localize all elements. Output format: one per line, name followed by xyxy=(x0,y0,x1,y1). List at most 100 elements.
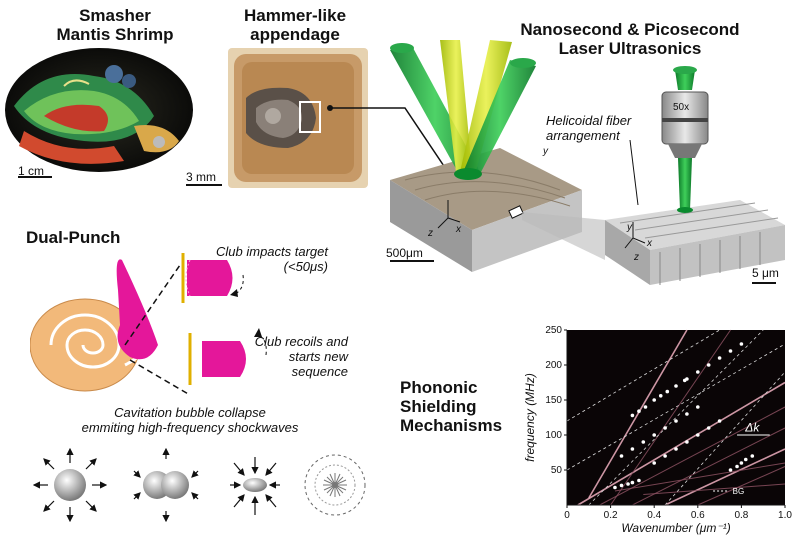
data-point xyxy=(619,454,624,458)
data-point xyxy=(619,483,624,488)
bubble-stage-1 xyxy=(32,447,108,523)
connector-line xyxy=(330,107,461,191)
plot-area xyxy=(567,330,785,505)
dispersion-band xyxy=(643,483,786,495)
scale-label-fiber: 5 μm xyxy=(752,266,779,280)
axis-y-block: y xyxy=(543,146,548,157)
y-tick-label: 200 xyxy=(545,360,562,371)
title-hammer: Hammer-like appendage xyxy=(243,6,347,44)
data-point xyxy=(685,440,689,444)
data-point xyxy=(674,384,678,388)
data-point xyxy=(626,482,630,486)
scale-label-shrimp: 1 cm xyxy=(18,164,45,178)
data-point xyxy=(696,405,700,409)
objective-magnification: 50x xyxy=(673,102,690,113)
guide-line xyxy=(588,329,764,506)
data-point xyxy=(685,377,689,381)
data-point xyxy=(728,468,733,472)
scale-bar-appendage xyxy=(186,184,222,186)
dual-punch-diagram xyxy=(30,253,267,396)
data-point xyxy=(735,464,739,469)
club-impacts-label: Club impacts target (<50μs) xyxy=(216,244,328,274)
legend-label: BG xyxy=(733,487,745,496)
sample-block-top xyxy=(390,148,582,230)
dispersion-band xyxy=(588,329,688,499)
y-tick-label: 100 xyxy=(545,430,562,441)
axis-x-block: x xyxy=(456,224,461,235)
data-point xyxy=(696,370,700,374)
data-point xyxy=(717,419,722,423)
x-tick-label: 0.8 xyxy=(734,510,748,521)
data-point xyxy=(674,447,678,451)
data-point xyxy=(663,454,667,458)
bubble-stage-4 xyxy=(304,454,366,516)
cavitation-sequence xyxy=(32,447,366,523)
data-point xyxy=(706,363,711,367)
dispersion-chart: 0 0.2 0.4 0.6 0.8 1.0 50 100 150 200 250Wavenumber… xyxy=(523,325,792,535)
data-point xyxy=(652,461,656,465)
scale-bar-fiber xyxy=(752,282,776,284)
data-point xyxy=(641,440,646,444)
data-point xyxy=(674,419,678,423)
microscope-objective xyxy=(661,66,709,213)
data-point xyxy=(696,433,700,437)
data-point xyxy=(652,398,656,402)
data-point xyxy=(630,413,635,418)
zoom-box xyxy=(299,101,321,133)
dispersion-band xyxy=(664,448,786,506)
delta-k-label: Δk xyxy=(744,421,760,435)
axis-y-fiber: y xyxy=(627,222,632,233)
dispersion-band xyxy=(614,462,786,492)
data-point xyxy=(750,454,755,458)
data-point xyxy=(739,342,744,346)
scale-label-block: 500μm xyxy=(386,246,423,260)
x-tick-label: 0.6 xyxy=(691,510,705,521)
club-shape xyxy=(116,259,158,360)
dispersion-band xyxy=(577,381,786,506)
x-axis-label: Wavenumber (μm⁻¹) xyxy=(621,521,730,535)
data-point xyxy=(706,426,711,430)
x-tick-label: 0 xyxy=(564,510,570,521)
data-point xyxy=(743,457,748,462)
y-axis-label: frequency (MHz) xyxy=(523,373,537,462)
data-point xyxy=(717,356,722,360)
data-point xyxy=(658,394,663,398)
x-tick-label: 0.2 xyxy=(604,510,618,521)
data-point xyxy=(728,349,733,353)
y-tick-label: 150 xyxy=(545,395,562,406)
title-laser: Nanosecond & Picosecond Laser Ultrasonic… xyxy=(520,20,740,58)
y-tick-label: 250 xyxy=(545,325,562,336)
data-point xyxy=(652,433,656,437)
appendage-photo xyxy=(228,48,368,188)
axis-x-fiber: x xyxy=(647,238,652,249)
scale-bar-shrimp xyxy=(18,176,52,178)
axis-z-fiber: z xyxy=(634,252,639,263)
y-tick-label: 50 xyxy=(551,465,563,476)
data-point xyxy=(630,480,635,485)
cavitation-label: Cavitation bubble collapse emmiting high… xyxy=(81,405,299,435)
data-point xyxy=(637,478,641,483)
data-point xyxy=(665,389,670,394)
axis-z-block: z xyxy=(428,228,433,239)
x-tick-label: 1.0 xyxy=(778,510,792,521)
data-point xyxy=(643,405,648,409)
bubble-stage-2 xyxy=(133,447,199,523)
data-point xyxy=(685,412,689,416)
data-point xyxy=(663,426,667,430)
x-tick-label: 0.4 xyxy=(647,510,661,521)
scale-label-appendage: 3 mm xyxy=(186,170,216,184)
data-point xyxy=(613,485,617,490)
title-phononic: Phononic Shielding Mechanisms xyxy=(400,378,503,435)
scale-bar-block xyxy=(390,260,434,262)
bubble-stage-3 xyxy=(230,457,280,515)
data-point xyxy=(739,461,744,465)
helicoidal-label: Helicoidal fiber arrangement xyxy=(546,113,632,143)
data-point xyxy=(630,447,635,451)
club-recoils-label: Club recoils and starts new sequence xyxy=(254,334,348,379)
mantis-shrimp-illustration xyxy=(5,48,193,172)
title-smasher: Smasher Mantis Shrimp xyxy=(56,6,174,44)
dispersion-band xyxy=(610,329,731,506)
helicoidal-fiber-stack xyxy=(605,200,785,285)
laser-setup-diagram xyxy=(327,40,785,285)
title-dual-punch: Dual-Punch xyxy=(26,228,121,247)
